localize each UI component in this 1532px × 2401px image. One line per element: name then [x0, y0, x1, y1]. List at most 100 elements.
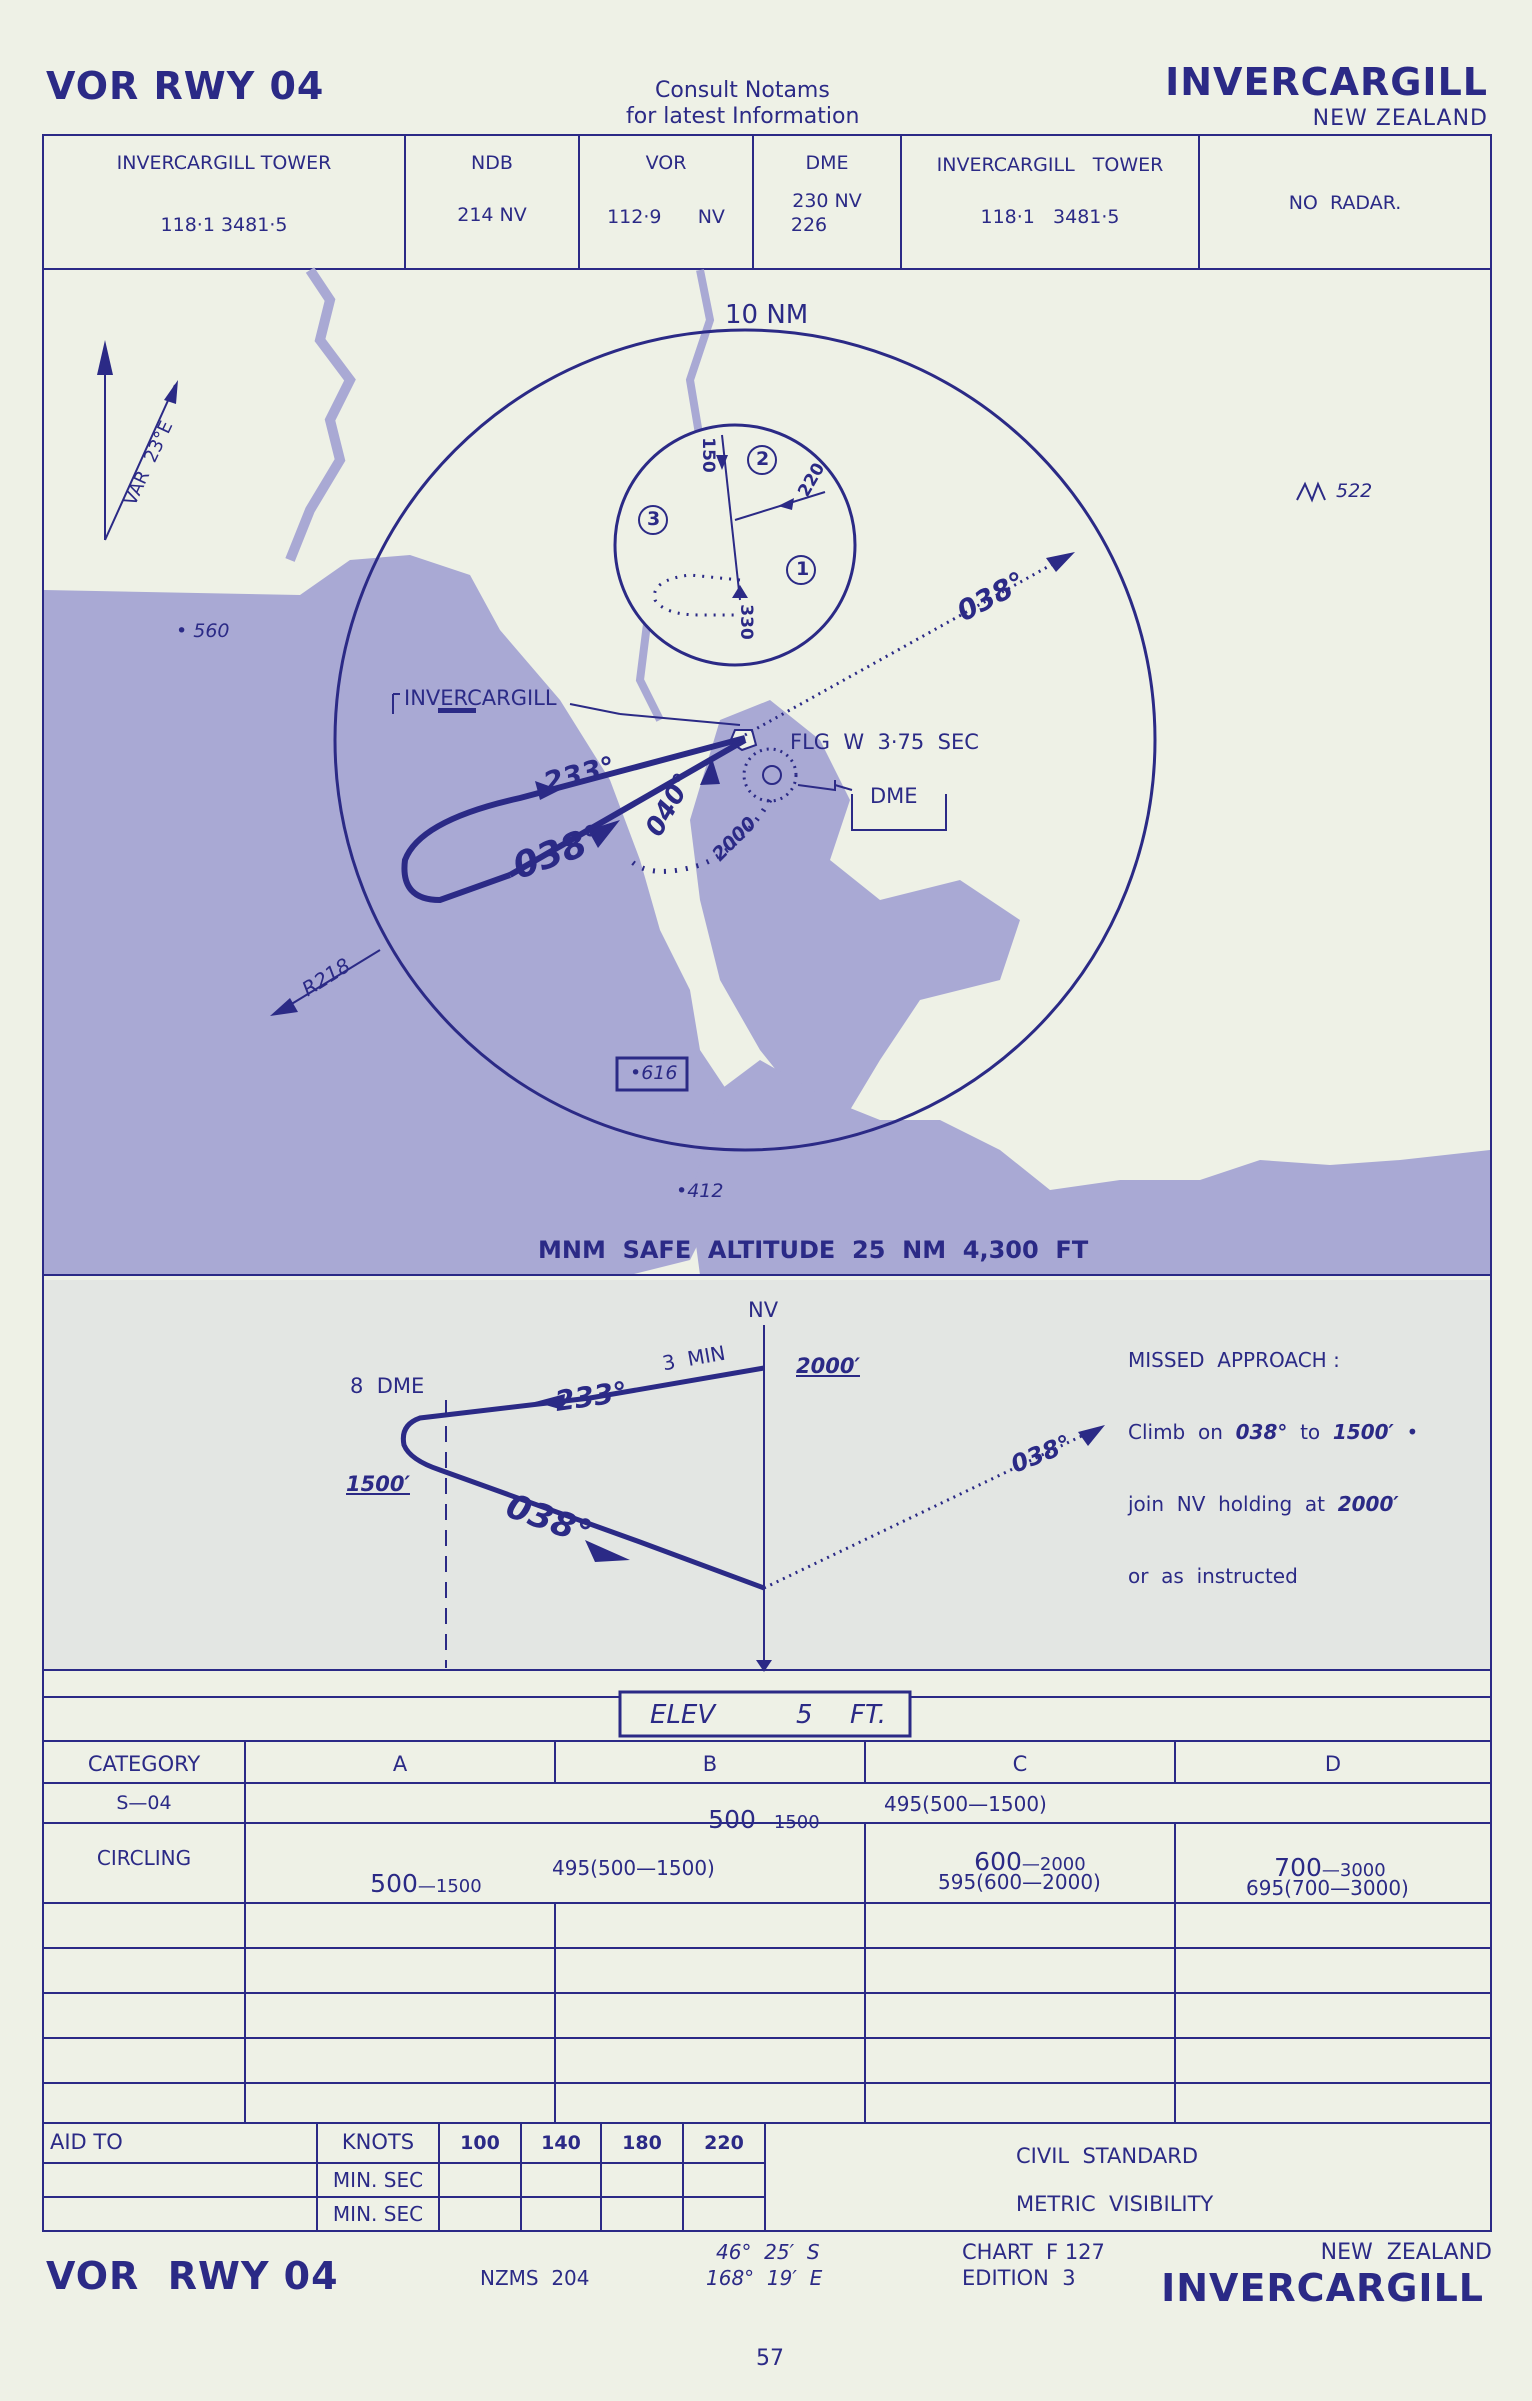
civil-standard: CIVIL STANDARD	[1016, 2144, 1198, 2168]
speed-100: 100	[460, 2132, 500, 2154]
notam-line-1: Consult Notams	[655, 78, 830, 103]
timing-col-3	[520, 2122, 522, 2230]
arrow-040	[700, 758, 720, 785]
water-west	[44, 555, 780, 1275]
comms-div-5	[1198, 134, 1200, 268]
comm-vor-name: VOR	[645, 152, 687, 174]
town-leader-2	[619, 713, 741, 726]
comms-bottom	[42, 268, 1492, 270]
footer-procedure: VOR RWY 04	[46, 2254, 339, 2298]
arrow-038-plan	[588, 820, 620, 848]
vor-symbol	[762, 765, 782, 785]
elev-value: 5	[796, 1700, 813, 1730]
north-arrowhead	[97, 340, 113, 375]
radial-arrow	[270, 998, 298, 1016]
comm-tower-freq: 118·1 3481·5	[160, 214, 288, 236]
hold-marker-2	[747, 445, 777, 475]
minsec-label-1: MIN. SEC	[332, 2168, 424, 2192]
timing-row-2	[42, 2196, 766, 2198]
comms-div-2	[578, 134, 580, 268]
elev-label: ELEV	[650, 1700, 716, 1730]
missed-approach-text: MISSED APPROACH : Climb on 038° to 1500′…	[1128, 1300, 1418, 1612]
profile-nv: NV	[748, 1298, 779, 1322]
aid-to-label: AID TO	[50, 2130, 123, 2154]
footer-edition: EDITION 3	[962, 2266, 1076, 2290]
peak-symbol	[1296, 481, 1326, 503]
hold-racetrack	[652, 573, 741, 617]
minima-circ-c-value: 600—2000	[974, 1847, 1086, 1876]
minima-s04-value: 500—1500	[708, 1805, 820, 1834]
minima-circ-ab-alt: 495(500—1500)	[552, 1856, 715, 1880]
minima-circ-c-alt: 595(600—2000)	[938, 1870, 1101, 1894]
minima-circ-ab-value: 500—1500	[370, 1869, 482, 1898]
hold-arrow-150	[716, 455, 728, 470]
speed-180: 180	[622, 2132, 662, 2154]
frame-left	[42, 134, 44, 2232]
town-label: INVERCARGILL	[404, 686, 557, 710]
minima-col-2	[554, 1740, 556, 1782]
profile-dme8: 8 DME	[350, 1374, 425, 1398]
timing-col-1	[316, 2122, 318, 2230]
hold-arrow-220	[778, 498, 794, 510]
minima-row-8	[42, 2122, 1492, 2124]
frame-top	[42, 134, 1492, 136]
profile-track	[400, 1365, 765, 1591]
profile-missed	[763, 1430, 1091, 1590]
dme-label: DME	[870, 784, 918, 808]
dme-bracket	[851, 794, 947, 831]
water-estuary	[690, 700, 1020, 1110]
profile-alt1500: 1500′	[346, 1472, 410, 1496]
minima-s04-alt: 495(500—1500)	[884, 1792, 1047, 1816]
comm-vor-freq: 112·9 NV	[607, 206, 725, 228]
comm-dme-ch1: 230 NV	[792, 190, 862, 212]
water-south	[690, 1060, 1490, 1275]
frame-right	[1490, 134, 1492, 2232]
town-leader	[569, 703, 621, 715]
metric-visibility: METRIC VISIBILITY	[1016, 2192, 1214, 2216]
river-1	[285, 267, 356, 562]
dme-leader	[797, 780, 836, 792]
light-label: FLG W 3·75 SEC	[790, 730, 979, 754]
spot-560: • 560	[176, 620, 230, 642]
procedure-inbound	[508, 737, 747, 878]
minima-circ-d-alt: 695(700—3000)	[1246, 1876, 1409, 1900]
radial-218	[284, 949, 381, 1009]
minima-col-1	[244, 1740, 246, 2122]
timing-col-6	[764, 2122, 766, 2230]
profile-arrow-233	[535, 1394, 565, 1410]
elev-box	[618, 1690, 912, 1738]
spot-616: •616	[630, 1062, 678, 1084]
arrow-233	[535, 781, 560, 800]
timing-col-4	[600, 2122, 602, 2230]
speed-220: 220	[704, 2132, 744, 2154]
minima-row-5	[42, 1992, 1492, 1994]
minima-circling-label: CIRCLING	[96, 1846, 192, 1870]
minima-row-6	[42, 2037, 1492, 2039]
hold-marker-1	[786, 555, 816, 585]
page-number: 57	[756, 2346, 784, 2371]
hold-n2: 2	[756, 448, 770, 470]
footer-nzms: NZMS 204	[480, 2266, 590, 2290]
hold-marker-3	[638, 505, 668, 535]
footer-airport: INVERCARGILL	[1161, 2266, 1484, 2310]
minima-header-top	[42, 1740, 1492, 1742]
minima-header-a: A	[392, 1752, 408, 1776]
spot-522: 522	[1336, 480, 1373, 502]
procedure-title: VOR RWY 04	[46, 64, 325, 108]
dme-leader-2	[834, 784, 853, 791]
spot-616-box	[615, 1056, 689, 1092]
minima-header-b: B	[702, 1752, 718, 1776]
elev-unit: FT.	[850, 1700, 887, 1730]
minima-row-7	[42, 2082, 1492, 2084]
nv-marker	[756, 1660, 772, 1672]
hold-n1: 1	[796, 558, 810, 580]
comm-tower2-freq: 118·1 3481·5	[980, 206, 1120, 228]
minima-s04-label: S—04	[116, 1792, 172, 1814]
comm-ndb-name: NDB	[471, 152, 513, 174]
spot-412: •412	[676, 1180, 724, 1202]
ring-10nm	[333, 328, 1157, 1152]
frame-bottom	[42, 2230, 1492, 2232]
minima-header-d: D	[1324, 1752, 1342, 1776]
hold-arrow-330	[732, 585, 748, 598]
